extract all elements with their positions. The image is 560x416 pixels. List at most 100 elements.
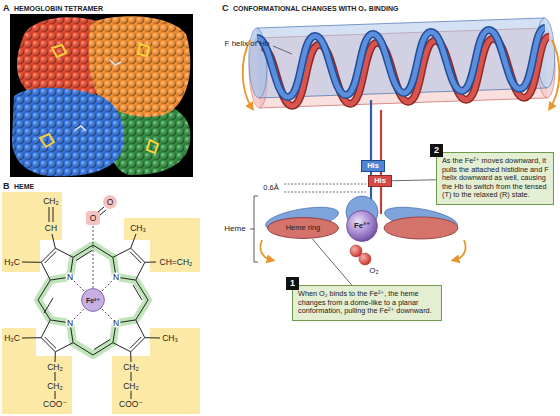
callout-number: 2 (430, 144, 443, 157)
chemical-bonds (130, 352, 131, 362)
chemical-bonds (76, 251, 92, 261)
atom-mask (112, 319, 121, 328)
chemical-bonds (52, 234, 55, 248)
f-helix (257, 28, 547, 98)
chemical-bonds (130, 337, 141, 348)
histidine-link (370, 100, 372, 160)
rotation-arrow (243, 40, 560, 260)
leader-line (312, 239, 351, 285)
iron-atom-outline (347, 211, 378, 242)
chemical-bonds (45, 337, 56, 348)
chemical-bonds (145, 337, 160, 338)
oxygen-molecule (359, 253, 371, 265)
heme-ring: Heme ring (267, 217, 339, 239)
substituent-highlight (2, 192, 200, 414)
chemical-bonds (98, 207, 104, 212)
chemical-group: CH (45, 224, 57, 233)
rotation-arrow (243, 40, 252, 108)
coordinate-bond (93, 225, 94, 288)
part-label: O₂ (369, 267, 378, 275)
chemical-bonds (22, 262, 41, 263)
callout-number: 1 (286, 277, 299, 290)
part-label: F helix of Hb (225, 40, 270, 48)
tetramer-image (75, 126, 86, 131)
chemical-group: CH₂ (47, 363, 63, 372)
tetramer-image (40, 134, 54, 147)
chemical-bonds (44, 298, 53, 313)
heme-ring-right (384, 217, 458, 239)
histidine-link (380, 187, 382, 214)
tetramer-image (12, 88, 124, 177)
dimension-line (284, 192, 366, 193)
chemical-group: CH₂ (43, 197, 59, 206)
chemical-group: CH=CH₂ (160, 258, 193, 267)
porphyrin-ring-highlight (38, 245, 148, 355)
leader-line (273, 46, 292, 54)
chemical-bonds (45, 252, 56, 263)
iron-atom-outline (82, 289, 105, 312)
f-helix (248, 18, 557, 109)
atom-mask (112, 273, 121, 282)
tetramer-image (75, 60, 121, 131)
chemical-bonds (55, 391, 56, 399)
oxygen-molecule (350, 245, 371, 265)
substituent-highlight (2, 192, 62, 272)
substituent-highlight (2, 328, 72, 414)
histidine-box: His (368, 175, 392, 187)
chemical-bonds (133, 285, 142, 300)
coordinate-bond (74, 308, 85, 319)
coordinate-bond (101, 308, 112, 319)
rotation-arrow (260, 240, 272, 260)
panel-heading: HEMOGLOBIN TETRAMER (14, 5, 103, 12)
chemical-bonds (73, 343, 113, 355)
porphyrin-ring-highlight (38, 245, 148, 355)
leader-line (273, 46, 292, 54)
iron-atom-label: Fe²⁺ (86, 297, 100, 304)
dimension-line (284, 184, 366, 192)
iron-atom-label: Fe²⁺ (354, 222, 370, 230)
substituent-highlight (124, 218, 200, 272)
coordinate-bond (101, 281, 112, 292)
callout-text: When O₂ binds to the Fe²⁺, the heme chan… (298, 290, 437, 316)
chemical-bonds (145, 262, 156, 263)
chemical-group: N (67, 319, 73, 328)
chemical-bonds (38, 280, 50, 320)
atom-mask (66, 319, 75, 328)
f-helix (257, 18, 547, 98)
chemical-bonds (100, 210, 106, 215)
chemical-group: COO⁻ (119, 400, 143, 409)
iron-atom: Fe²⁺ (346, 210, 378, 242)
chemical-bonds (55, 372, 56, 381)
chemical-bonds (131, 391, 132, 399)
chemical-group: CH₂ (123, 382, 139, 391)
heme-ring-right (384, 217, 458, 239)
chemical-group: N (113, 319, 119, 328)
callout-text: As the Fe²⁺ moves downward, it pulls the… (442, 157, 549, 200)
histidine-link (371, 100, 381, 214)
panel-letter: A (3, 4, 10, 13)
callout-box: 1When O₂ binds to the Fe²⁺, the heme cha… (292, 285, 442, 321)
heme-bracket (250, 196, 258, 262)
dimension-label: 0.6Å (263, 184, 278, 192)
histidine-box-label: His (374, 177, 386, 185)
histidine-box-label: His (367, 162, 379, 170)
tetramer-image (52, 45, 66, 57)
chemical-group: COO⁻ (43, 400, 67, 409)
chemical-group: CH₃ (162, 334, 178, 343)
heme-ring-outline (268, 218, 339, 239)
tetramer-image (138, 44, 149, 56)
chemical-bonds (22, 207, 160, 399)
atom-mask (66, 273, 75, 282)
heme-ring-label: Heme ring (286, 224, 321, 232)
tetramer-image (12, 88, 124, 177)
iron-atom: Fe²⁺ (81, 288, 105, 312)
tetramer-image (147, 140, 158, 153)
chemical-group: H₃C (4, 258, 20, 267)
panel-heading: CONFORMATIONAL CHANGES WITH O₂ BINDING (233, 5, 398, 12)
tetramer-image (10, 14, 193, 177)
heme-bracket (250, 196, 258, 262)
pink-oxygen-highlight (103, 195, 117, 209)
tetramer-image (40, 44, 158, 153)
coordinate-bond (74, 225, 112, 319)
leader-line (392, 179, 436, 181)
